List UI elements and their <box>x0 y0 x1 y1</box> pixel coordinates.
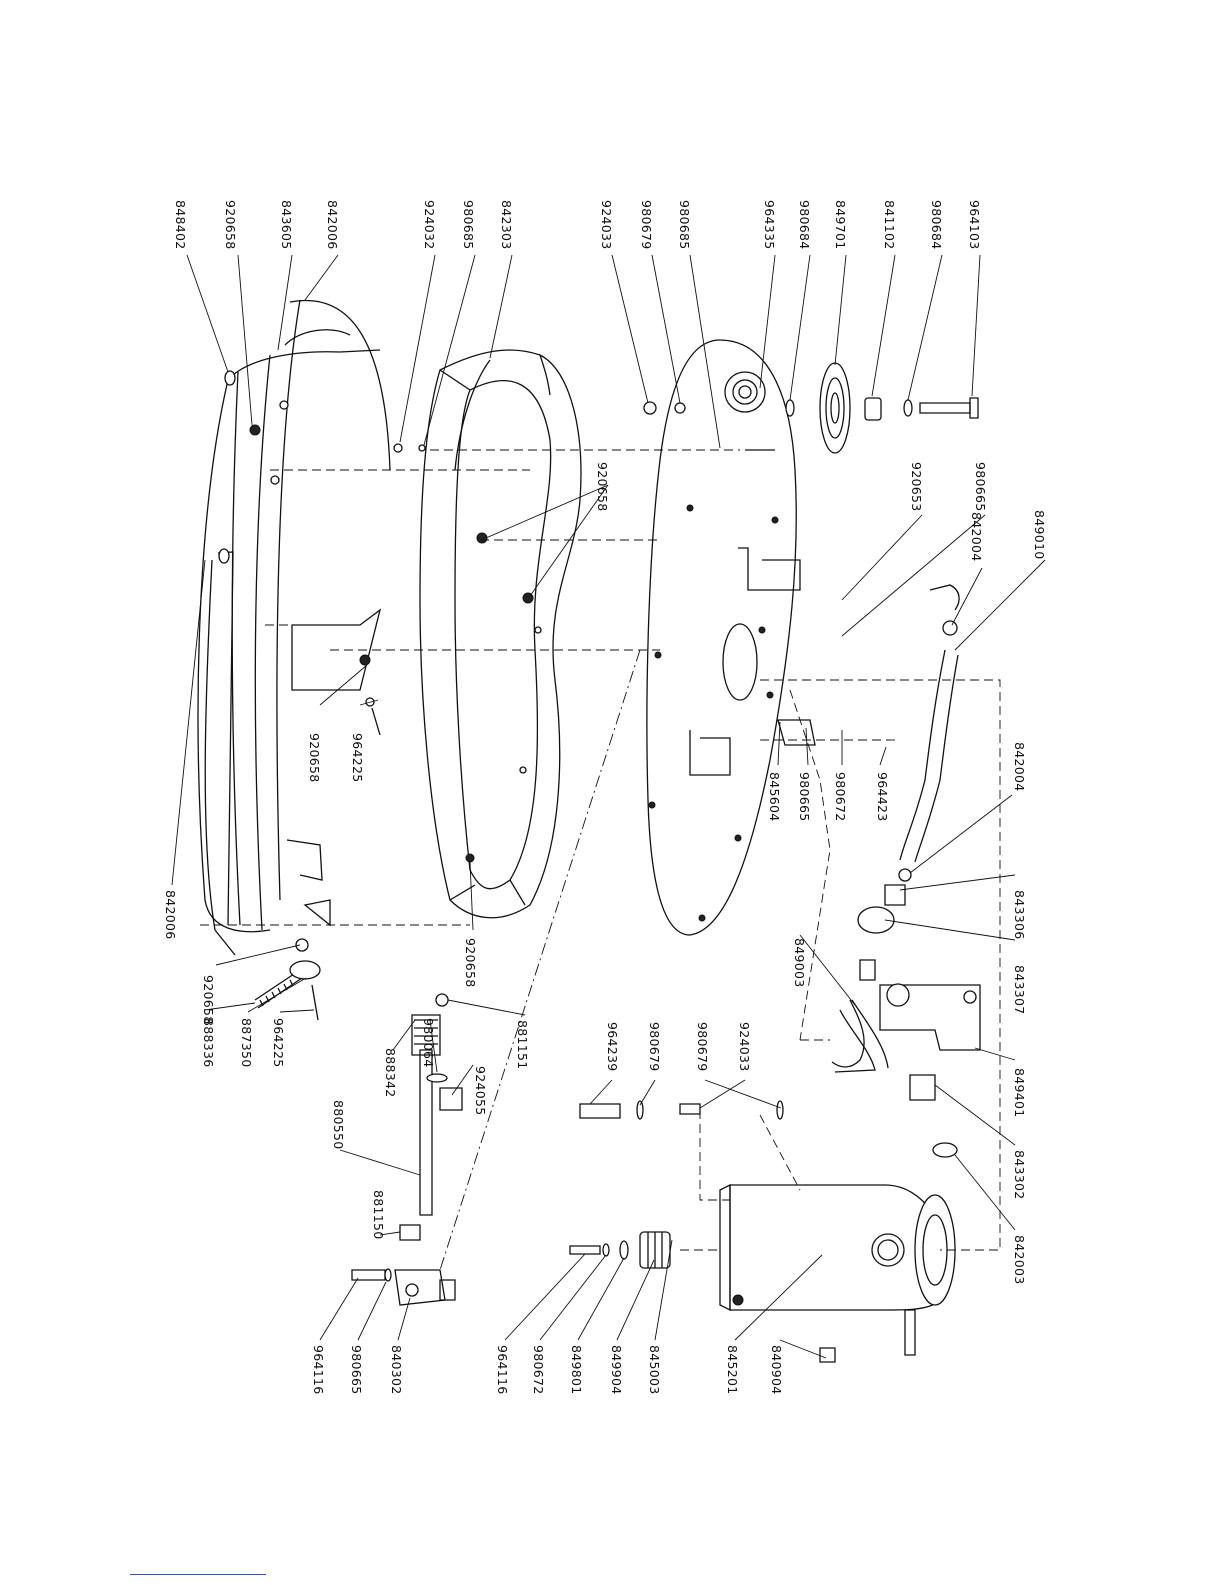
label-843307: 843307 <box>1012 965 1027 1015</box>
motor-plate <box>646 339 816 936</box>
label-843302: 843302 <box>1012 1150 1027 1200</box>
label-964239: 964239 <box>605 1022 620 1072</box>
label-845003: 845003 <box>647 1345 662 1395</box>
label-849701: 849701 <box>833 200 848 250</box>
label-964423: 964423 <box>875 772 890 822</box>
label-964225-a: 964225 <box>350 733 365 783</box>
drain-hose <box>834 999 889 1073</box>
label-842006-b: 842006 <box>163 890 178 940</box>
label-849010: 849010 <box>1032 510 1047 560</box>
label-842004-b: 842004 <box>1012 742 1027 792</box>
label-924033-b: 924033 <box>737 1022 752 1072</box>
label-980685-b: 980685 <box>677 200 692 250</box>
label-964335: 964335 <box>762 200 777 250</box>
label-881150: 881150 <box>371 1190 386 1240</box>
label-980685-a: 980685 <box>461 200 476 250</box>
label-849904: 849904 <box>609 1345 624 1395</box>
label-843306: 843306 <box>1012 890 1027 940</box>
label-980665-b: 980665 <box>797 772 812 822</box>
label-843605: 843605 <box>279 200 294 250</box>
motor-fasteners <box>569 1100 784 1269</box>
label-842004-a: 842004 <box>969 512 984 562</box>
label-842003: 842003 <box>1012 1235 1027 1285</box>
label-840302: 840302 <box>389 1345 404 1395</box>
label-964116-b: 964116 <box>495 1345 510 1395</box>
label-980679-b: 980679 <box>695 1022 710 1072</box>
label-888336: 888336 <box>201 1018 216 1068</box>
axle-assembly <box>351 993 463 1306</box>
label-841102: 841102 <box>882 200 897 250</box>
label-920658-a: 920658 <box>223 200 238 250</box>
label-924033-a: 924033 <box>599 200 614 250</box>
label-980672-b: 980672 <box>531 1345 546 1395</box>
label-924055: 924055 <box>473 1066 488 1116</box>
label-920658-c: 920658 <box>307 733 322 783</box>
label-980665-a: 980665 <box>973 462 988 512</box>
label-924032: 924032 <box>422 200 437 250</box>
spring-assembly <box>254 697 381 1021</box>
label-980679-a: 980679 <box>639 200 654 250</box>
label-849003: 849003 <box>792 938 807 988</box>
label-980684-b: 980684 <box>929 200 944 250</box>
label-840904: 840904 <box>769 1345 784 1395</box>
label-920658-b: 920658 <box>595 462 610 512</box>
label-964103: 964103 <box>967 200 982 250</box>
outer-shroud <box>197 299 391 956</box>
label-842006-a: 842006 <box>325 200 340 250</box>
motor-canister <box>719 1183 956 1363</box>
label-849801: 849801 <box>569 1345 584 1395</box>
pulley-stack <box>393 362 979 454</box>
label-920658-e: 920658 <box>201 975 216 1025</box>
solenoid-valve <box>831 906 981 1158</box>
label-845201: 845201 <box>725 1345 740 1395</box>
label-920653: 920653 <box>909 462 924 512</box>
label-964116-a: 964116 <box>311 1345 326 1395</box>
label-980064: 980064 <box>421 1018 436 1068</box>
label-887350: 887350 <box>239 1018 254 1068</box>
label-980672-a: 980672 <box>833 772 848 822</box>
label-881151: 881151 <box>515 1020 530 1070</box>
label-964225-b: 964225 <box>271 1018 286 1068</box>
label-980684-a: 980684 <box>797 200 812 250</box>
illustration <box>171 254 1046 1363</box>
label-849401: 849401 <box>1012 1068 1027 1118</box>
label-845604: 845604 <box>767 772 782 822</box>
label-888342: 888342 <box>383 1048 398 1098</box>
label-980679-c: 980679 <box>647 1022 662 1072</box>
label-842303: 842303 <box>499 200 514 250</box>
label-880550: 880550 <box>331 1100 346 1150</box>
label-920658-d: 920658 <box>463 938 478 988</box>
part-labels: 848402 920658 843605 842006 924032 98068… <box>163 200 1047 1395</box>
baffle-ring <box>419 349 582 919</box>
hose-assembly <box>884 584 960 906</box>
label-980665-c: 980665 <box>349 1345 364 1395</box>
footer-rule <box>130 1574 266 1575</box>
reference-lines <box>200 449 1001 1271</box>
label-848402: 848402 <box>173 200 188 250</box>
leader-lines <box>171 254 1046 1359</box>
